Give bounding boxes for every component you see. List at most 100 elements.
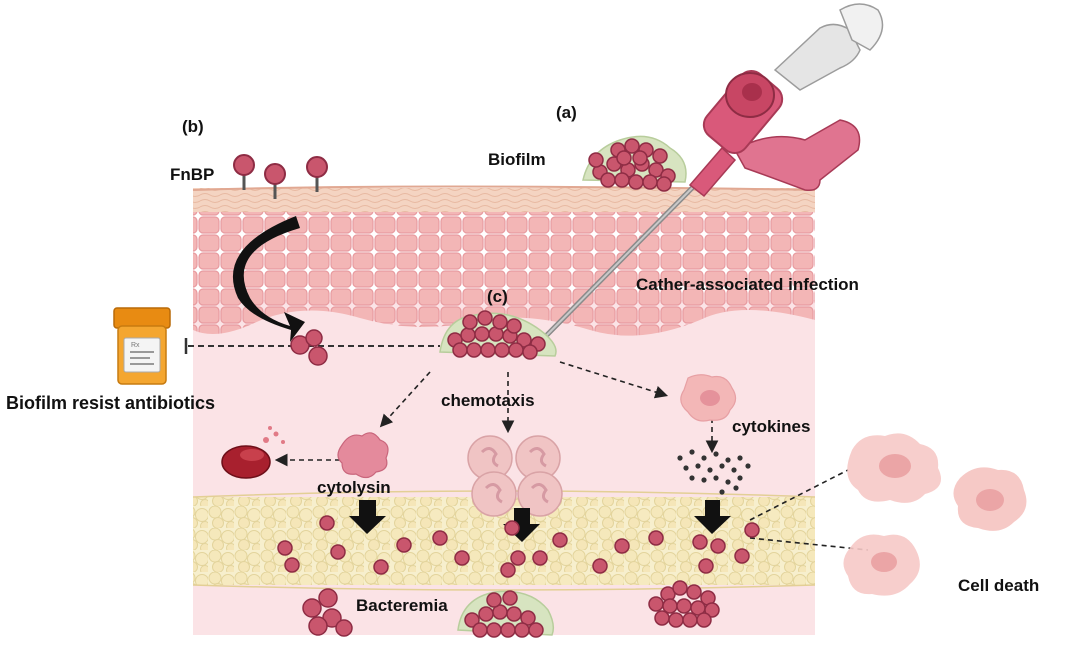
bacterium xyxy=(460,327,476,343)
cytokine-dot xyxy=(689,475,695,481)
surface-biofilm-bacteria xyxy=(588,138,676,192)
cytokine-dot xyxy=(719,489,725,495)
bacterium xyxy=(616,150,632,166)
label-fnbp: FnBP xyxy=(170,165,215,184)
bacterium xyxy=(624,138,640,154)
label-cytokines: cytokines xyxy=(732,417,811,436)
cytokine-dot xyxy=(701,455,707,461)
bacterium xyxy=(516,332,532,348)
bacterium xyxy=(676,598,692,614)
bacterium xyxy=(652,148,668,164)
bacterium xyxy=(472,622,488,638)
bacterium xyxy=(520,610,536,626)
catheter xyxy=(537,3,884,345)
bacterium xyxy=(692,534,708,550)
neutrophil-icon xyxy=(467,435,563,517)
cytokine-dot xyxy=(733,485,739,491)
cytokine-dot xyxy=(701,477,707,483)
bacterium xyxy=(464,612,480,628)
bacterium xyxy=(494,342,510,358)
bacterium xyxy=(500,622,516,638)
bacterium xyxy=(628,174,644,190)
cytokine-dot xyxy=(737,475,743,481)
dying-cell-icon xyxy=(843,433,1027,596)
svg-text:Rx: Rx xyxy=(131,342,140,349)
bacterium xyxy=(592,558,608,574)
bottom-biofilm-bacteria xyxy=(302,580,720,638)
bacterium xyxy=(600,172,616,188)
label-a: (a) xyxy=(556,103,577,122)
bacterium xyxy=(308,616,328,636)
bacterium xyxy=(506,318,522,334)
catheter-biofilm-bacteria xyxy=(447,310,546,360)
bacterium xyxy=(486,592,502,608)
red-blood-cell-icon xyxy=(221,426,285,479)
label-biofilm-resist: Biofilm resist antibiotics xyxy=(6,393,216,413)
cytokine-dot xyxy=(707,467,713,473)
stratum-corneum-layer xyxy=(193,188,815,212)
bacterium xyxy=(668,612,684,628)
bacterium xyxy=(335,619,353,637)
bacterium xyxy=(480,342,496,358)
pathway-arrows xyxy=(274,361,869,551)
cytokine-dot xyxy=(713,451,719,457)
bacterium xyxy=(330,544,346,560)
bacteremia-arrows xyxy=(349,500,731,542)
cytokine-dot xyxy=(731,467,737,473)
bacterium xyxy=(305,329,323,347)
bacterium xyxy=(704,602,720,618)
label-biofilm: Biofilm xyxy=(488,150,546,169)
cytokine-dot xyxy=(719,463,725,469)
bacterium xyxy=(648,162,664,178)
cytokine-dot xyxy=(745,463,751,469)
bacterium xyxy=(318,588,338,608)
macrophage-icon xyxy=(680,374,737,422)
bacterium xyxy=(506,606,522,622)
bacterium xyxy=(319,515,335,531)
bacterium xyxy=(373,559,389,575)
bacterium xyxy=(552,532,568,548)
bacterium xyxy=(710,538,726,554)
bacterium xyxy=(432,530,448,546)
cytokine-dot xyxy=(677,455,683,461)
cytokine-dot xyxy=(725,457,731,463)
bacterium xyxy=(696,612,712,628)
cytokine-particles xyxy=(677,449,751,495)
fnbp-receptors xyxy=(233,154,328,199)
cytokine-dot xyxy=(713,475,719,481)
bacterium xyxy=(698,558,714,574)
bacterium xyxy=(474,326,490,342)
label-cytolysin: cytolysin xyxy=(317,478,391,497)
cytokine-dot xyxy=(689,449,695,455)
bacterium xyxy=(588,152,604,168)
bacterium xyxy=(452,342,468,358)
bacterium xyxy=(682,612,698,628)
label-catheter-infection: Cather-associated infection xyxy=(636,275,859,294)
bacterium xyxy=(477,310,493,326)
bacterium xyxy=(734,548,750,564)
bacterium xyxy=(492,314,508,330)
invading-bacteria xyxy=(290,329,328,366)
cytolysin-icon xyxy=(337,432,389,479)
label-cell-death: Cell death xyxy=(958,576,1040,595)
bacterium xyxy=(500,562,516,578)
bacterium xyxy=(632,150,648,166)
bacterium xyxy=(478,606,494,622)
bacterium xyxy=(614,538,630,554)
bloodstream-bacteria xyxy=(277,515,760,578)
bacterium xyxy=(528,622,544,638)
bacterium xyxy=(277,540,293,556)
bacterium xyxy=(466,342,482,358)
bacterium xyxy=(522,344,538,360)
cytokine-dot xyxy=(737,455,743,461)
bacterium xyxy=(284,557,300,573)
bacterium xyxy=(510,550,526,566)
epidermis-cell-layer xyxy=(193,210,815,336)
bacterium xyxy=(502,590,518,606)
invasion-arrow xyxy=(232,216,305,342)
label-bacteremia: Bacteremia xyxy=(356,596,448,615)
label-b: (b) xyxy=(182,117,204,136)
bacterium xyxy=(744,522,760,538)
bacterium xyxy=(302,598,322,618)
